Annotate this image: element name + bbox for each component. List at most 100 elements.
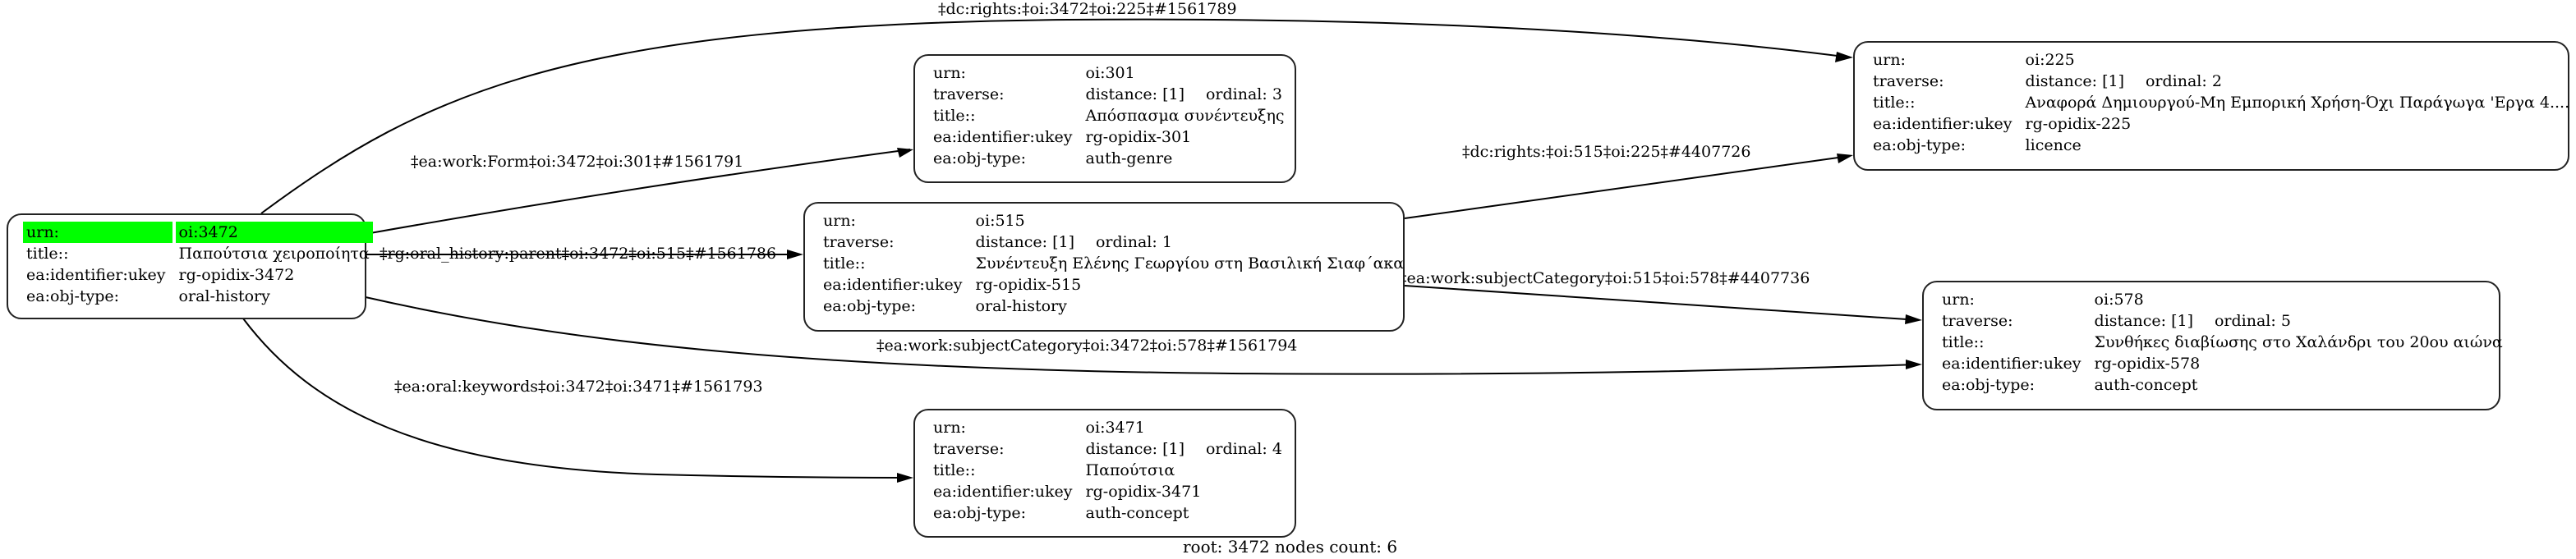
node-578-table: urn:oi:578 traverse: distance: [1] ordinal…: [1935, 289, 2509, 396]
row-value: auth-concept: [1085, 504, 1189, 522]
row-key: title::: [823, 254, 866, 273]
node-row-title: title:: Παπούτσια χειροποίητα: [23, 243, 373, 264]
node-row-urn: urn:oi:3471: [930, 417, 1286, 438]
node-row-urn: urn: oi:3472: [23, 222, 373, 243]
row-key: ea:identifier:ukey: [1873, 115, 2012, 133]
row-key: ea:identifier:ukey: [26, 266, 166, 284]
node-row-title: title::Συνθήκες διαβίωσης στο Χαλάνδρι τ…: [1939, 332, 2506, 353]
node-3471-table: urn:oi:3471 traverse:distance: [1]ordina…: [927, 417, 1289, 524]
row-key: ea:obj-type:: [1942, 376, 2036, 394]
row-key: title::: [1942, 333, 1985, 351]
row-value: oi:225: [2025, 51, 2075, 69]
node-row-urn: urn:oi:578: [1939, 289, 2506, 310]
node-row-urn: urn: oi:301: [930, 62, 1288, 84]
edge-3472-3471[interactable]: [242, 318, 911, 479]
arrowhead-3472-301: [897, 148, 913, 158]
row-key: traverse:: [1942, 312, 2013, 330]
node-578[interactable]: urn:oi:578 traverse: distance: [1] ordinal…: [1922, 281, 2503, 410]
row-key: ea:obj-type:: [933, 504, 1027, 522]
row-value: auth-genre: [1085, 149, 1173, 167]
edge-515-578[interactable]: [1404, 285, 1920, 321]
edge-3472-225[interactable]: [260, 18, 1851, 214]
row-value: oi:3471: [1085, 419, 1145, 437]
row-value: auth-concept: [2094, 376, 2198, 394]
ordinal-value: ordinal: 2: [2145, 72, 2222, 90]
node-row-traverse: traverse: distance: [1] ordinal: 2: [1870, 71, 2573, 92]
distance-value: distance: [1]: [975, 233, 1074, 251]
node-row-urn: urn:oi:225: [1870, 49, 2573, 71]
row-key: urn:: [23, 222, 172, 243]
row-value: distance: [1] ordinal: 1: [973, 231, 1408, 253]
row-value: distance: [1]ordinal: 3: [1083, 84, 1288, 105]
node-row-objtype: ea:obj-type:licence: [1870, 135, 2573, 156]
node-row-objtype: ea:obj-type: oral-history: [23, 286, 373, 307]
row-key: ea:identifier:ukey: [823, 276, 963, 294]
row-key: title::: [933, 107, 976, 125]
ordinal-value: ordinal: 1: [1095, 233, 1172, 251]
node-3472[interactable]: urn: oi:3472 title:: Παπούτσια χειροποίη…: [7, 213, 373, 319]
edge-label-515-578: ‡ea:work:subjectCategory‡oi:515‡oi:578‡#…: [1399, 269, 1810, 287]
row-value: rg-opidix-3471: [1085, 483, 1202, 501]
row-value: oi:301: [1085, 64, 1135, 82]
arrowhead-3472-3471: [897, 473, 913, 483]
row-key: ea:identifier:ukey: [1942, 355, 2082, 373]
row-value: Απόσπασμα συνέντευξης: [1085, 107, 1285, 125]
row-value: Παπούτσια χειροποίητα: [178, 245, 370, 263]
node-3471[interactable]: urn:oi:3471 traverse:distance: [1]ordina…: [913, 409, 1296, 538]
ordinal-value: ordinal: 5: [2214, 312, 2291, 330]
edge-label-3472-578: ‡ea:work:subjectCategory‡oi:3472‡oi:578‡…: [876, 337, 1298, 355]
row-key: traverse:: [1873, 72, 1944, 90]
row-value: distance: [1] ordinal: 2: [2022, 71, 2574, 92]
arrowhead-3472-578: [1906, 360, 1922, 369]
row-key: title::: [26, 245, 69, 263]
node-row-objtype: ea:obj-type: auth-genre: [930, 148, 1288, 169]
node-3472-table: urn: oi:3472 title:: Παπούτσια χειροποίη…: [20, 222, 376, 307]
row-value: distance: [1]ordinal: 4: [1083, 438, 1286, 460]
row-key: urn:: [933, 64, 966, 82]
row-key: title::: [1873, 94, 1916, 112]
edge-3472-301[interactable]: [365, 149, 911, 235]
node-row-urn: urn:oi:515: [820, 210, 1407, 231]
node-row-title: title::Απόσπασμα συνέντευξης: [930, 105, 1288, 126]
node-row-title: title::Συνέντευξη Ελένης Γεωργίου στη Βα…: [820, 253, 1407, 274]
node-225[interactable]: urn:oi:225 traverse:distance: [1]ordinal…: [1853, 41, 2569, 171]
distance-value: distance: [1]: [2025, 72, 2124, 90]
row-key: ea:obj-type:: [933, 149, 1027, 167]
arrowhead-515-578: [1905, 314, 1922, 324]
edge-label-3472-301: ‡ea:work:Form‡oi:3472‡oi:301‡#1561791: [411, 153, 744, 171]
row-value: distance: [1] ordinal: 5: [2091, 310, 2506, 332]
node-row-objtype: ea:obj-type: auth-concept: [930, 502, 1286, 524]
graph-footer: root: 3472 nodes count: 6: [1183, 537, 1398, 557]
row-key: ea:obj-type:: [823, 297, 917, 315]
row-value: rg-opidix-515: [975, 276, 1082, 294]
edge-515-225[interactable]: [1404, 155, 1851, 219]
row-value: rg-opidix-301: [1085, 128, 1192, 146]
edge-3472-578[interactable]: [365, 296, 1920, 375]
row-value: Συνθήκες διαβίωσης στο Χαλάνδρι του 20ου…: [2094, 333, 2503, 351]
row-value: oral-history: [975, 297, 1067, 315]
node-row-title: title::Παπούτσια: [930, 460, 1286, 481]
row-value: licence: [2025, 136, 2082, 154]
row-key: ea:identifier:ukey: [933, 483, 1073, 501]
node-301[interactable]: urn:oi:301 traverse:distance: [1]ordinal…: [913, 54, 1296, 183]
edge-label-3472-225: ‡dc:rights:‡oi:3472‡oi:225‡#1561789: [938, 0, 1237, 18]
arrowhead-3472-515: [787, 250, 803, 259]
edge-label-515-225: ‡dc:rights:‡oi:515‡oi:225‡#4407726: [1462, 143, 1751, 161]
node-515[interactable]: urn:oi:515 traverse: distance: [1] ordinal…: [803, 202, 1405, 332]
ordinal-value: ordinal: 3: [1205, 85, 1282, 103]
row-value: Συνέντευξη Ελένης Γεωργίου στη Βασιλική …: [975, 254, 1405, 273]
node-515-table: urn:oi:515 traverse: distance: [1] ordinal…: [816, 210, 1410, 317]
distance-value: distance: [1]: [2094, 312, 2193, 330]
arrowhead-3472-225: [1835, 52, 1853, 62]
row-key: traverse:: [823, 233, 895, 251]
node-225-table: urn:oi:225 traverse: distance: [1] ordinal…: [1866, 49, 2576, 156]
row-key: urn:: [823, 212, 856, 230]
row-value: rg-opidix-3472: [178, 266, 295, 284]
row-key: ea:obj-type:: [26, 287, 120, 305]
row-key: title::: [933, 461, 976, 479]
node-row-ukey: ea:identifier:ukey rg-opidix-3472: [23, 264, 373, 286]
